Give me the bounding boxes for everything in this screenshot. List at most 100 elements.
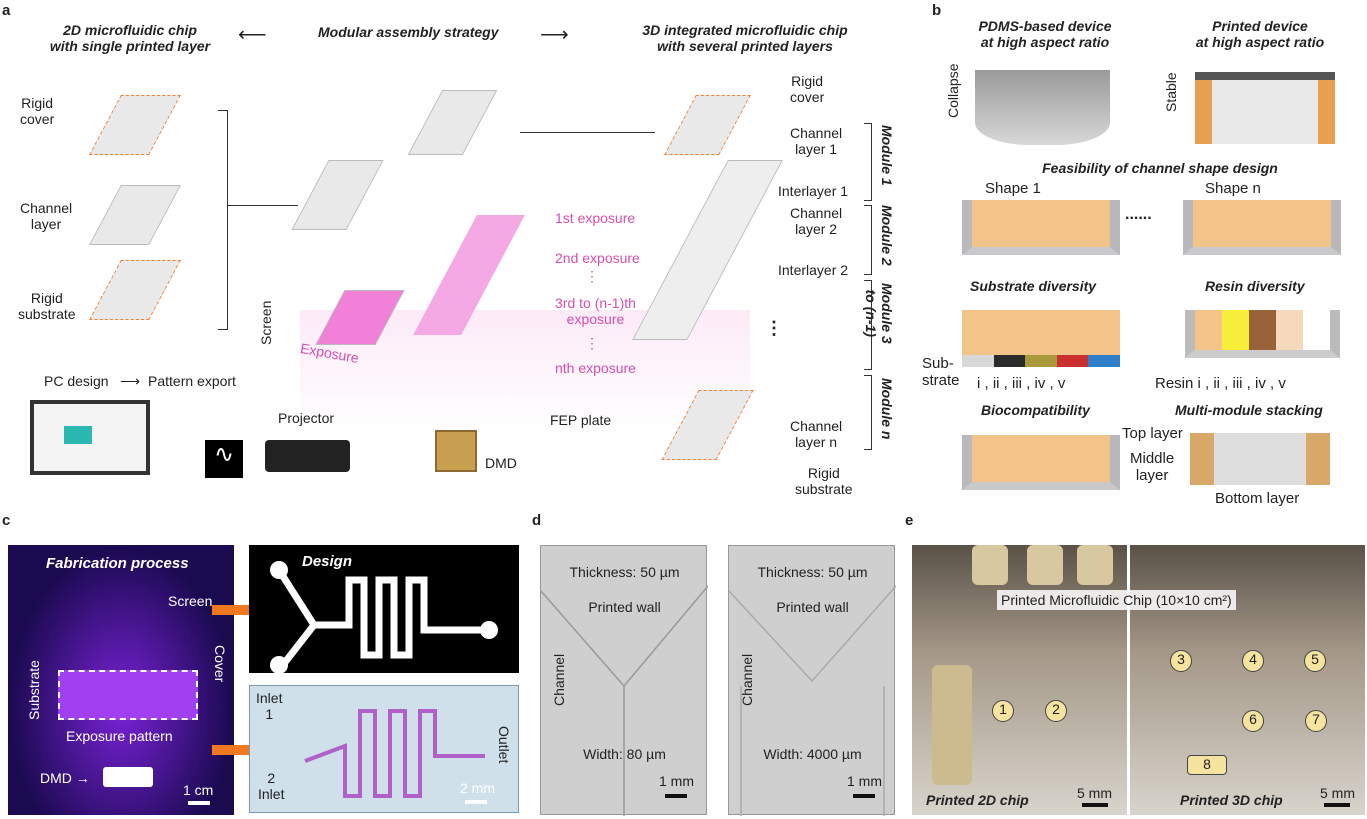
pdms-device: [975, 70, 1110, 145]
label-exp3: 3rd to (n-1)th exposure: [555, 295, 636, 328]
channel-label: Channel: [551, 653, 567, 706]
label-outlet: Outlet: [496, 726, 512, 764]
scale-label: 1 mm: [659, 773, 694, 789]
label-channel-layer-n: Channel layer n: [790, 418, 843, 451]
pattern-icon: ∿: [205, 440, 243, 478]
resin-v: [1303, 310, 1330, 350]
scale-bar: [1324, 803, 1350, 807]
label-stable: Stable: [1163, 72, 1179, 112]
3d-chip-printed: [407, 90, 498, 155]
label-module-3: Module 3 to (n-1): [862, 283, 895, 344]
scale-1cm: 1 cm: [183, 782, 214, 798]
label-inlet-2: 2 Inlet: [258, 770, 285, 803]
label-fep-plate: FEP plate: [550, 412, 612, 428]
label-3d-rigid-substrate: Rigid substrate: [795, 465, 853, 498]
orange-arrow-icon: [212, 605, 264, 615]
thickness-label: Thickness: 50 µm: [569, 564, 680, 580]
ellipsis: ......: [1125, 206, 1152, 223]
label-2: 2: [1045, 700, 1067, 722]
resin-iii: [1249, 310, 1276, 350]
orange-arrow-icon: [212, 745, 264, 755]
label-substrate: Substrate: [26, 660, 42, 720]
printed-device: [1195, 72, 1335, 144]
arrow-right-icon: ⟶: [120, 373, 141, 389]
panel-label-c: c: [2, 512, 11, 529]
label-channel-layer: Channel layer: [20, 200, 73, 233]
vdots-2: ⋮: [585, 335, 599, 351]
label-exp2: 2nd exposure: [555, 250, 640, 266]
connector-line: [228, 205, 298, 206]
module-bracket: [864, 205, 872, 275]
label-interlayer-1: Interlayer 1: [778, 183, 849, 199]
substrate-strip: [962, 355, 1120, 367]
flow-channel: [304, 709, 485, 798]
thickness-label: Thickness: 50 µm: [757, 564, 868, 580]
substrate-ii: [993, 355, 1026, 367]
label-design: Design: [302, 553, 353, 570]
stacked-device: [1190, 433, 1330, 485]
label-rigid-substrate: Rigid substrate: [18, 290, 76, 323]
micrograph-left: Thickness: 50 µm Printed wall Channel Wi…: [540, 545, 708, 816]
label-channel-layer-1: Channel layer 1: [790, 125, 843, 158]
substrate-i: [962, 355, 994, 367]
design-image: Design: [249, 545, 519, 674]
scale-bar: [465, 800, 487, 804]
label-top-layer: Top layer: [1122, 425, 1183, 442]
label-inlet-1: Inlet 1: [256, 690, 283, 723]
scale-bar: [853, 794, 875, 798]
label-screen: Screen: [168, 593, 213, 609]
label-bottom-layer: Bottom layer: [1215, 490, 1300, 507]
scale-2mm: 2 mm: [460, 780, 495, 796]
b-multi-title: Multi-module stacking: [1175, 402, 1323, 418]
resin-items: Resin i , ii , iii , iv , v: [1155, 375, 1286, 392]
label-printed-3d-chip: Printed 3D chip: [1180, 792, 1283, 808]
substrate-iv: [1056, 355, 1089, 367]
label-pc-design: PC design: [44, 373, 109, 389]
connector: [1027, 545, 1063, 585]
dmd-light: [103, 767, 153, 787]
label-dmd: DMD →: [40, 770, 90, 786]
connector: [972, 545, 1008, 585]
a-center-title: Modular assembly strategy: [318, 24, 499, 40]
bracket: [218, 110, 228, 330]
label-rigid-cover: Rigid cover: [20, 95, 55, 128]
label-dmd: DMD: [485, 455, 517, 471]
resin-ii: [1222, 310, 1249, 350]
label-expn: nth exposure: [555, 360, 636, 376]
label-exp1: 1st exposure: [555, 210, 636, 226]
rigid-cover-chip: [89, 95, 181, 155]
flow-image: Inlet 1 2 Inlet Outlet 2 mm: [249, 685, 519, 813]
label-projector: Projector: [278, 410, 335, 426]
label-screen: Screen: [258, 300, 274, 345]
module-bracket: [864, 375, 872, 450]
channel-layer-chip: [89, 185, 181, 245]
resin-i: [1195, 310, 1222, 350]
label-module-n: Module n: [879, 378, 895, 440]
substrate-iii: [1025, 355, 1057, 367]
substrate-v: [1088, 355, 1120, 367]
label-shape-n: Shape n: [1205, 180, 1261, 197]
label-exposure-pattern: Exposure pattern: [66, 728, 173, 744]
label-5: 5: [1304, 650, 1326, 672]
printed-wall-label: Printed wall: [776, 599, 849, 615]
micrograph-right: Thickness: 50 µm Printed wall Channel Wi…: [728, 545, 896, 816]
label-fabrication-process: Fabrication process: [46, 555, 189, 572]
b-substrate-title: Substrate diversity: [970, 278, 1097, 294]
divider: [1127, 545, 1130, 815]
scale-label: 1 mm: [847, 773, 882, 789]
substrate-items: i , ii , iii , iv , v: [977, 375, 1066, 392]
label-collapse: Collapse: [945, 63, 961, 118]
width-label: Width: 80 µm: [583, 746, 666, 762]
a-left-title: 2D microfluidic chip with single printed…: [49, 22, 211, 55]
module-bracket: [864, 123, 872, 201]
a-right-title: 3D integrated microfluidic chip with sev…: [642, 22, 848, 55]
3d-rigid-cover: [664, 95, 751, 155]
connector: [1077, 545, 1113, 585]
design-channel: [270, 561, 498, 674]
label-7: 7: [1305, 710, 1327, 732]
scale-right: 5 mm: [1320, 785, 1355, 801]
label-3: 3: [1170, 650, 1192, 672]
b-printed-title: Printed device at high aspect ratio: [1195, 18, 1325, 51]
chip-title: Printed Microfluidic Chip (10×10 cm²): [997, 590, 1236, 611]
printed-wall-edge: [729, 585, 896, 816]
